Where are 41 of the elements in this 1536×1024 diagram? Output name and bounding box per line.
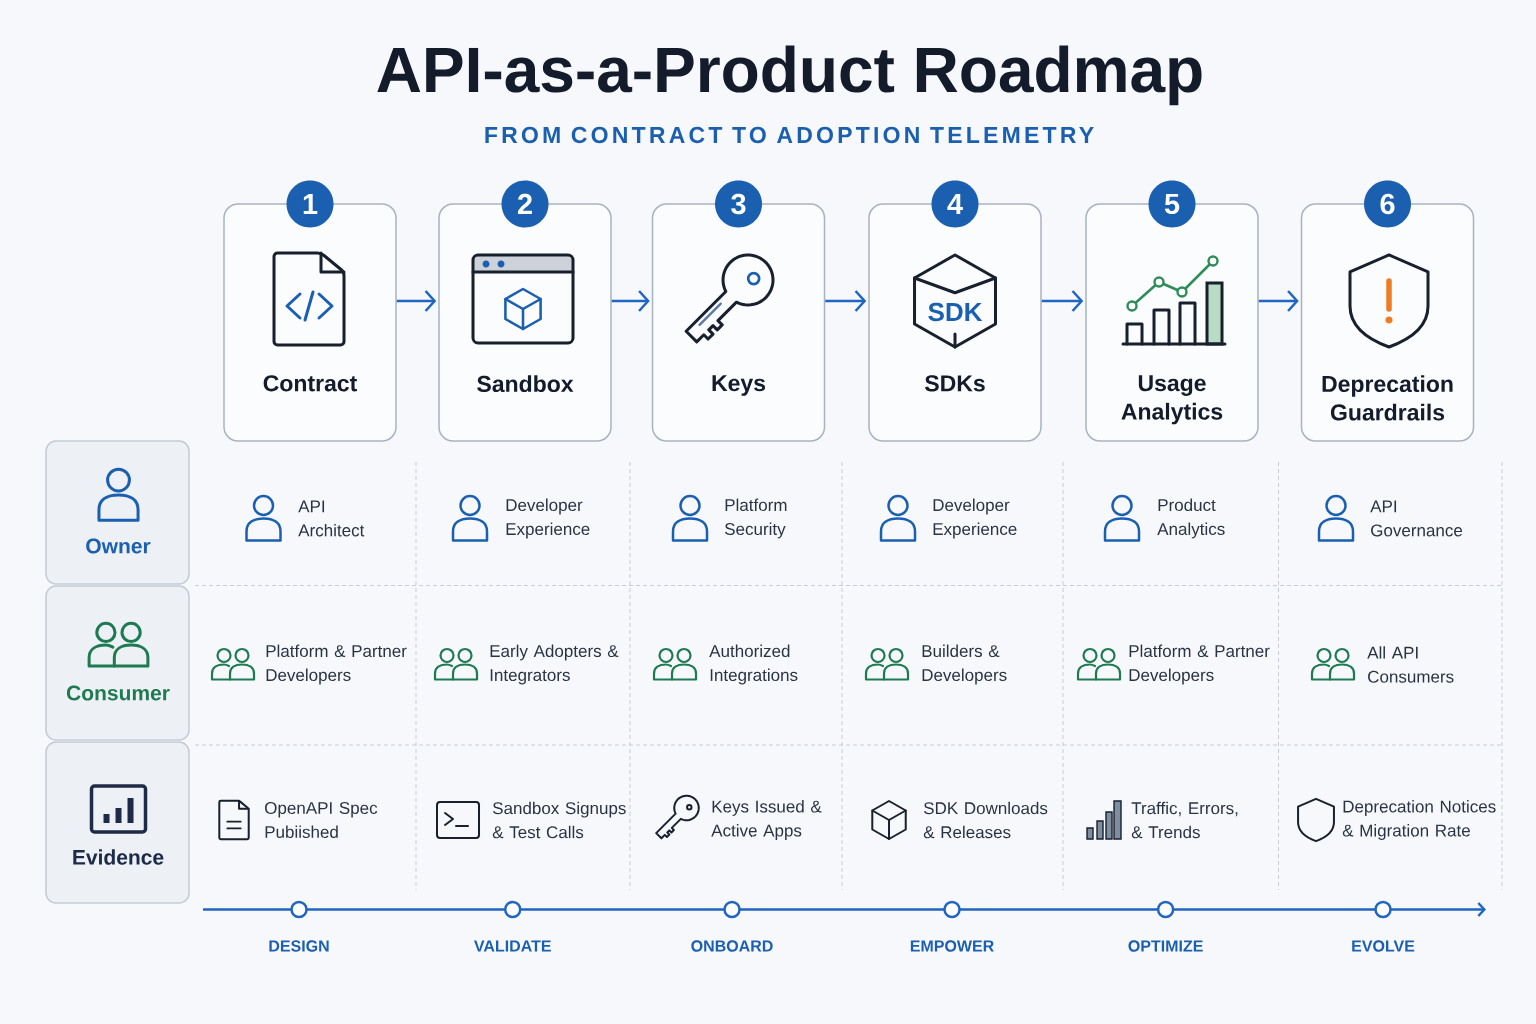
cell-text: Authorized Integrations [709,644,798,685]
step-badge: 3 [715,180,762,228]
cell-text: API Architect [298,500,365,537]
phase-label: ONBOARD [691,940,773,952]
phase-label: EVOLVE [1352,940,1415,952]
title: API-as-a-Product Roadmap [377,45,1202,106]
step-badge: 4 [931,180,979,228]
row-header: Owner [45,440,190,585]
cell-text: Sandbox Signups & Test Calls [492,801,626,839]
cell-text: Developer Experience [506,498,590,539]
subtitle: FROM CONTRACT TO ADOPTION TELEMETRY [485,126,1094,144]
phase-label: EMPOWER [910,940,994,952]
cell-text: Traffic, Errors, & Trends [1131,801,1238,839]
icon-label: SDK [928,302,983,322]
phase-label: VALIDATE [474,940,551,952]
cell-text: Platform & Partner Developers [266,644,407,685]
phase-label: OPTIMIZE [1128,940,1203,952]
step-badge: 2 [501,180,549,228]
cell-text: All API Consumers [1367,646,1454,683]
cell-text: Deprecation Notices & Migration Rate [1342,800,1496,840]
row-header: Consumer [45,585,190,741]
step-badge: 6 [1364,180,1411,228]
phase-label: DESIGN [269,940,329,952]
cell-text: SDK Downloads & Releases [923,801,1048,839]
step-badge: 1 [286,180,334,228]
arrow [1041,290,1084,312]
arrow [1258,290,1299,312]
cell-text: Early Adopters & Integrators [490,644,619,685]
cell-text: Builders & Developers [922,644,1007,685]
cell-text: API Governance [1370,500,1463,537]
arrow [825,290,867,312]
cell-text: Product Analytics [1157,498,1225,539]
cell-text: Platform Security [725,498,787,539]
cell-text: OpenAPI Spec Pubiished [265,802,378,838]
arrow [396,290,437,312]
cell-text: Developer Experience [933,498,1017,539]
step-badge: 5 [1148,180,1196,228]
cell-text: Platform & Partner Developers [1129,644,1270,685]
row-header: Evidence [45,741,190,904]
cell-text: Keys Issued & Active Apps [711,800,822,840]
arrow [611,290,650,312]
